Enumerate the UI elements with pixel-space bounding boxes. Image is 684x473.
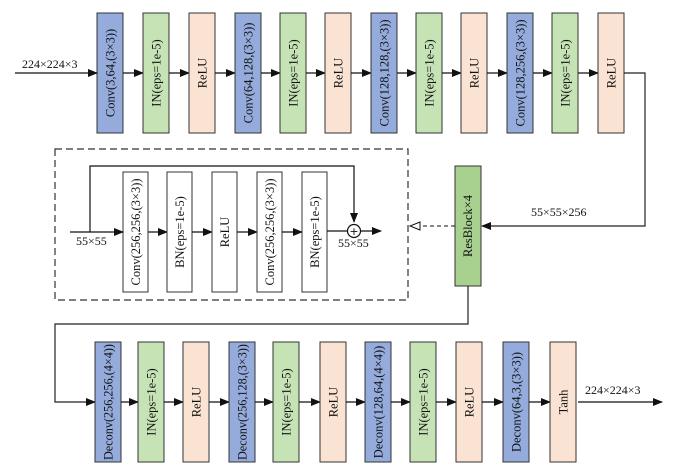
resblock-to-decoder-connector	[54, 286, 469, 406]
decoder-block-label: ReLU	[463, 387, 477, 418]
encoder-block-label: ReLU	[605, 58, 619, 89]
decoder-block: IN(eps=1e-5)	[137, 341, 165, 463]
resblock-detail-block: Conv(256,256,(3×3))	[256, 171, 283, 293]
decoder-block: IN(eps=1e-5)	[272, 341, 300, 463]
encoder-block-box	[597, 12, 625, 134]
encoder-block: IN(eps=1e-5)	[142, 12, 170, 134]
resblock-detail-block: BN(eps=1e-5)	[301, 171, 328, 293]
resblock-detail-block: BN(eps=1e-5)	[166, 171, 193, 293]
encoder-block: Conv(64,128,(3×3))	[234, 12, 262, 134]
skip-connection	[89, 165, 358, 232]
decoder-block-label: Deconv(256,256,(4×4))	[102, 344, 116, 460]
encoder-block: Conv(128,128,(3×3))	[370, 12, 398, 134]
decoder-block-box	[502, 341, 530, 463]
decoder-block-label: ReLU	[327, 387, 341, 418]
decoder-block-box	[137, 341, 165, 463]
resblock-detail: Conv(256,256,(3×3)) BN(eps=1e-5) ReLU Conv(…	[70, 171, 347, 293]
decoder-block: IN(eps=1e-5)	[409, 341, 437, 463]
encoder-block: ReLU	[460, 12, 488, 134]
sum-symbol: +	[349, 225, 358, 238]
decoder-block-label: Deconv(256,128,(3×3))	[236, 344, 250, 460]
output-size-label: 224×224×3	[585, 383, 641, 397]
decoder-block-box	[455, 341, 483, 463]
encoder-block: Conv(128,256,(3×3))	[506, 12, 534, 134]
encoder-block-label: ReLU	[332, 58, 346, 89]
sum-node	[346, 223, 362, 239]
decoder-block-label: IN(eps=1e-5)	[417, 368, 431, 435]
decoder-block-label: Deconv(64,3,(3×3))	[510, 352, 524, 452]
resblock-detail-block-box	[256, 171, 283, 293]
encoder-block: IN(eps=1e-5)	[415, 12, 443, 134]
resblock-detail-block-box	[301, 171, 328, 293]
decoder-block: ReLU	[319, 341, 347, 463]
decoder-block-box	[228, 341, 256, 463]
resblock-node: ResBlock×4	[454, 165, 482, 287]
resblock-detail-frame	[54, 148, 409, 301]
decoder-block: Deconv(256,128,(3×3))	[228, 341, 256, 463]
decoder-block-label: Deconv(128,64,(4×4))	[372, 346, 386, 459]
encoder-block: ReLU	[324, 12, 352, 134]
encoder-block: ReLU	[188, 12, 216, 134]
encoder-block: IN(eps=1e-5)	[551, 12, 579, 134]
decoder-block: ReLU	[455, 341, 483, 463]
decoder-block: Deconv(256,256,(4×4))	[94, 341, 122, 463]
decoder-block-label: IN(eps=1e-5)	[145, 368, 159, 435]
resblock-detail-block-box	[166, 171, 193, 293]
detail-input-size-label: 55×55	[76, 234, 107, 248]
decoder-block: ReLU	[182, 341, 210, 463]
encoder-block-box	[188, 12, 216, 134]
decoder-block-box	[319, 341, 347, 463]
encoder-block-label: ReLU	[468, 58, 482, 89]
decoder-block-box	[549, 341, 577, 463]
decoder-block: Deconv(64,3,(3×3))	[502, 341, 530, 463]
decoder-block-label: ReLU	[190, 387, 204, 418]
decoder-block-box	[94, 341, 122, 463]
decoder-block: Deconv(128,64,(4×4))	[364, 341, 392, 463]
decoder-block-box	[364, 341, 392, 463]
encoder-block: IN(eps=1e-5)	[279, 12, 307, 134]
decoder-block: Tanh	[549, 341, 577, 463]
resblock-label: ResBlock×4	[461, 194, 475, 257]
encoder-block: Conv(3,64,(3×3))	[96, 12, 124, 134]
encoder-to-resblock-connector	[481, 72, 646, 230]
resblock-detail-block: Conv(256,256,(3×3))	[122, 171, 149, 293]
detail-output-size-label: 55×55	[338, 236, 369, 250]
encoder-block: ReLU	[597, 12, 625, 134]
resblock-detail-block-label: Conv(256,256,(3×3))	[129, 178, 143, 285]
resblock-detail-block-label: BN(eps=1e-5)	[308, 196, 322, 268]
encoder-block-box	[551, 12, 579, 134]
encoder-block-box	[142, 12, 170, 134]
resblock-detail-block-label: Conv(256,256,(3×3))	[263, 178, 277, 285]
encoder-block-box	[506, 12, 534, 134]
decoder-block-label: Tanh	[557, 389, 571, 415]
resblock-detail-block-label: BN(eps=1e-5)	[173, 196, 187, 268]
resblock-detail-block-box	[211, 171, 238, 293]
encoder-block-label: Conv(3,64,(3×3))	[104, 29, 118, 117]
encoder-block-label: IN(eps=1e-5)	[423, 39, 437, 106]
encoder-block-box	[370, 12, 398, 134]
decoder-block-box	[182, 341, 210, 463]
resblock-detail-block-box	[122, 171, 149, 293]
decoder-row: Deconv(256,256,(4×4)) IN(eps=1e-5) ReLU Dec…	[94, 341, 577, 463]
encoder-block-box	[96, 12, 124, 134]
encoder-block-box	[234, 12, 262, 134]
input-size-label: 224×224×3	[22, 57, 78, 71]
decoder-block-box	[409, 341, 437, 463]
decoder-block-label: IN(eps=1e-5)	[280, 368, 294, 435]
encoder-block-label: Conv(128,256,(3×3))	[514, 19, 528, 126]
encoder-block-label: Conv(64,128,(3×3))	[242, 23, 256, 124]
resblock-detail-block: ReLU	[211, 171, 238, 293]
encoder-block-label: IN(eps=1e-5)	[287, 39, 301, 106]
encoder-block-label: ReLU	[196, 58, 210, 89]
resblock-input-size-label: 55×55×256	[531, 205, 587, 219]
resblock-detail-block-label: ReLU	[218, 217, 232, 248]
encoder-block-label: Conv(128,128,(3×3))	[378, 19, 392, 126]
encoder-row: Conv(3,64,(3×3)) IN(eps=1e-5) ReLU Conv(64,…	[96, 12, 625, 134]
encoder-block-box	[460, 12, 488, 134]
encoder-block-label: IN(eps=1e-5)	[559, 39, 573, 106]
encoder-block-label: IN(eps=1e-5)	[150, 39, 164, 106]
